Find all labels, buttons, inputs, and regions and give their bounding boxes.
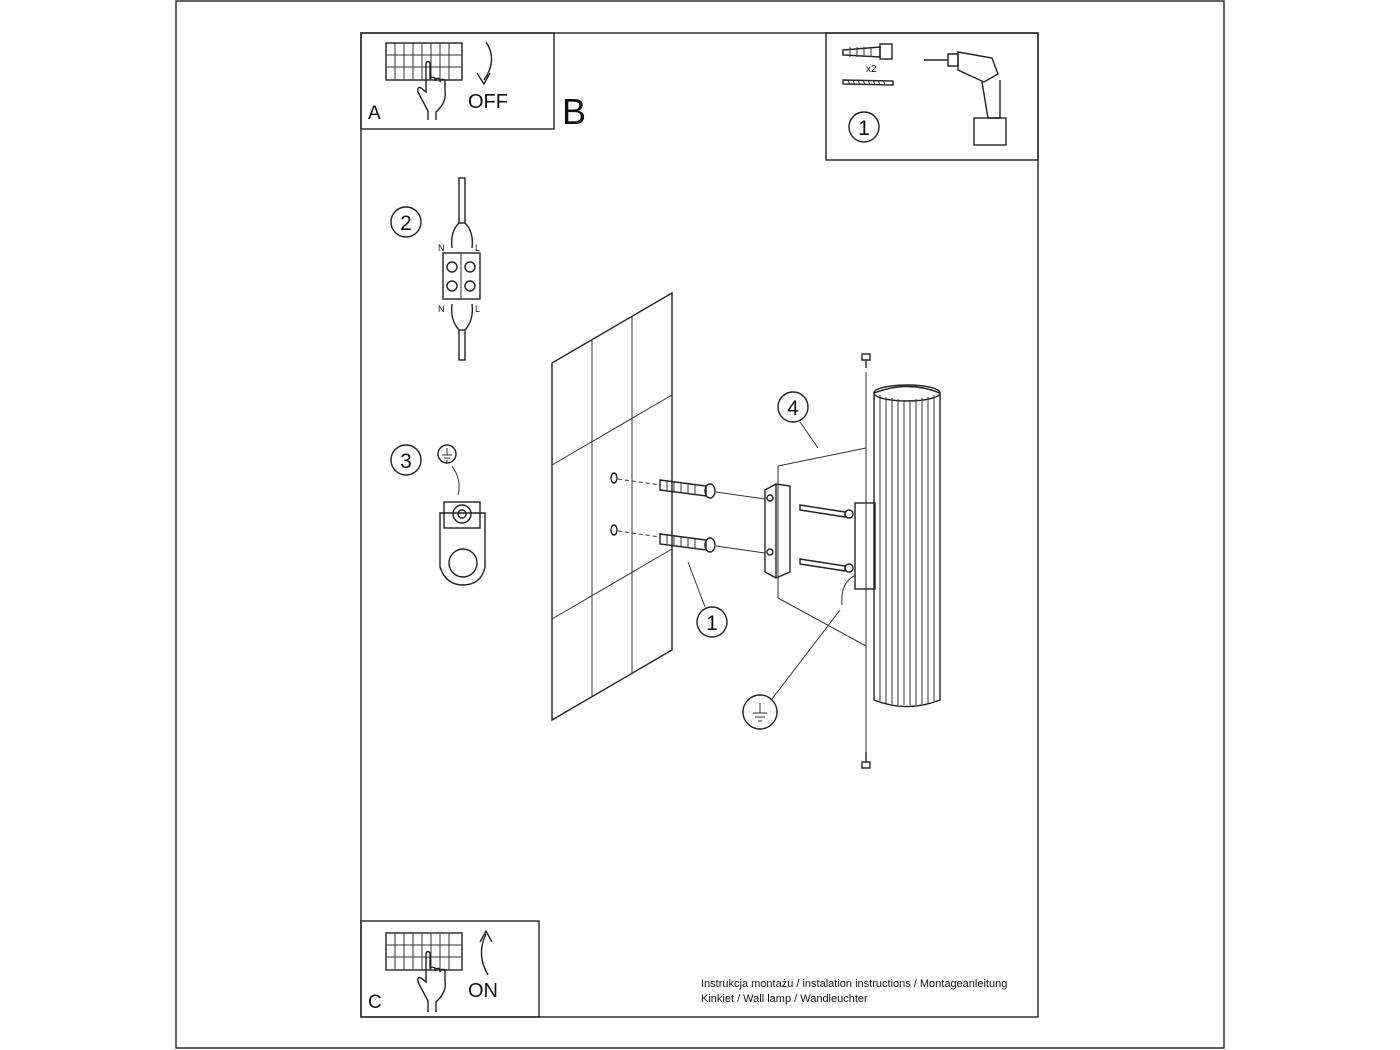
circuit-breaker-icon-c bbox=[385, 932, 463, 971]
dowel-step-circle bbox=[696, 606, 728, 638]
wire-live-label-bottom: L bbox=[475, 304, 480, 314]
step-3-circle bbox=[390, 444, 422, 476]
tools-box bbox=[825, 32, 1039, 161]
step-4-marker: 4 bbox=[787, 397, 799, 420]
footer-instructions-title: Instrukcja montażu / instalation instruc… bbox=[701, 978, 1007, 990]
ground-callout-icon bbox=[753, 703, 767, 722]
power-on-label: ON bbox=[468, 980, 498, 1002]
step-1-marker: 1 bbox=[858, 117, 870, 140]
ground-cable bbox=[841, 574, 857, 606]
wire-live-label: L bbox=[475, 243, 480, 253]
ground-callout bbox=[742, 609, 841, 730]
dowel-step-marker: 1 bbox=[706, 612, 718, 635]
power-off-label: OFF bbox=[468, 91, 508, 113]
panel-b-letter: B bbox=[562, 91, 586, 132]
wire-neutral-label: N bbox=[438, 243, 445, 253]
wall-plugs bbox=[659, 479, 766, 554]
tools-panel: x2 1 bbox=[825, 32, 1039, 161]
terminal-block-icon bbox=[442, 177, 481, 361]
mounting-bracket bbox=[764, 483, 791, 579]
ground-callout-circle bbox=[742, 694, 778, 730]
footer-product-type: Kinkiet / Wall lamp / Wandleuchter bbox=[701, 993, 868, 1005]
rotate-arrow-icon bbox=[476, 41, 493, 86]
rotate-arrow-up-icon bbox=[479, 929, 493, 976]
ground-step: 3 bbox=[390, 444, 486, 586]
ground-wire bbox=[451, 465, 460, 496]
step-2-circle bbox=[390, 206, 422, 238]
panel-a-power-off: A OFF bbox=[360, 32, 555, 130]
wall-plug-icon bbox=[842, 43, 893, 60]
lamp-body bbox=[841, 353, 941, 769]
step-3-marker: 3 bbox=[400, 450, 412, 473]
step-1-dowel-callout: 1 bbox=[687, 561, 728, 638]
step-4-circle bbox=[777, 391, 809, 423]
screw-icon bbox=[842, 79, 894, 86]
step-2-marker: 2 bbox=[400, 212, 412, 235]
circuit-breaker-icon bbox=[385, 42, 463, 81]
bracket-callout-lines bbox=[777, 447, 867, 647]
wire-neutral-label-bottom: N bbox=[438, 304, 445, 314]
ground-symbol-icon bbox=[437, 444, 457, 464]
ground-terminal-icon bbox=[439, 501, 486, 586]
panel-c-power-on: C ON bbox=[360, 920, 540, 1018]
instruction-border bbox=[360, 32, 1039, 1018]
mounting-screws bbox=[799, 504, 854, 573]
step-4-callout: 4 bbox=[777, 391, 819, 449]
page-frame bbox=[175, 0, 1225, 1049]
lamp-base-plate bbox=[854, 502, 876, 590]
step-1-marker-circle bbox=[848, 111, 880, 143]
hand-icon bbox=[417, 60, 446, 120]
top-cap-screw-icon bbox=[861, 353, 871, 368]
wall-tiles bbox=[551, 291, 673, 722]
panel-a-letter: A bbox=[368, 103, 381, 124]
panel-a-box bbox=[360, 32, 555, 130]
quantity-label: x2 bbox=[866, 64, 877, 75]
panel-c-box bbox=[360, 920, 540, 1018]
hand-icon-c bbox=[417, 950, 446, 1012]
drill-icon bbox=[924, 51, 1007, 146]
bottom-cap-screw-icon bbox=[861, 752, 871, 769]
drill-holes bbox=[610, 472, 661, 538]
panel-c-letter: C bbox=[368, 992, 382, 1013]
wiring-step: 2 N L N L bbox=[390, 177, 481, 361]
